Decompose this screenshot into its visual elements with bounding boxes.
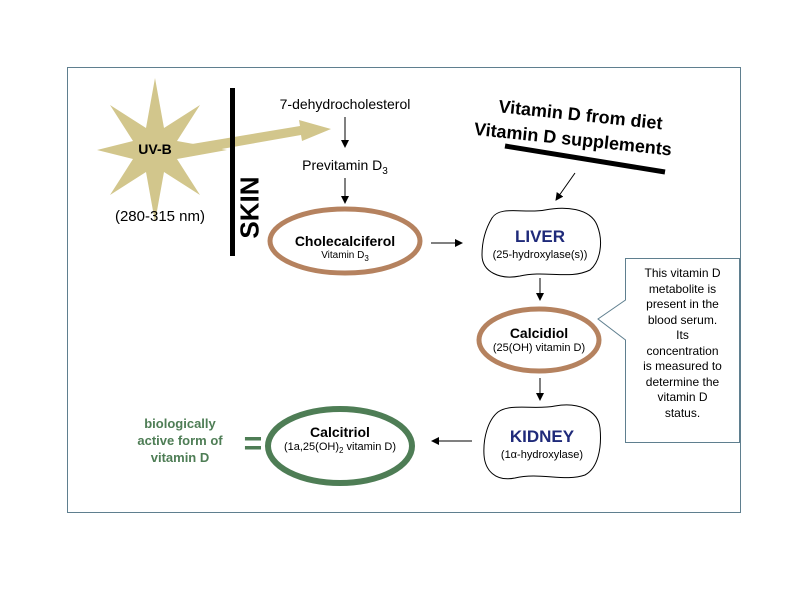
calcitriol-sub: (1a,25(OH)2 vitamin D) — [262, 441, 418, 455]
callout-line: Its — [676, 328, 689, 342]
callout-line: concentration — [646, 343, 719, 358]
calcidiol-sub: (25(OH) vitamin D) — [492, 342, 586, 354]
kidney-shape — [483, 404, 601, 480]
callout-line: is measured to — [643, 359, 722, 373]
uv-label: UV-B — [138, 141, 172, 157]
active-form-label: biologically active form of vitamin D — [120, 415, 240, 466]
uv-star-icon — [97, 78, 227, 222]
callout-line: present in the — [646, 297, 719, 311]
diet-bar — [504, 143, 666, 175]
callout-line: determine the — [645, 374, 720, 389]
cholecalciferol-name: Cholecalciferol — [294, 233, 396, 249]
calcitriol-sub-b: vitamin D) — [343, 441, 397, 453]
calcitriol-ellipse — [265, 406, 415, 486]
calcidiol-ellipse — [476, 306, 602, 374]
cholecalciferol-sub-text: Vitamin D — [321, 250, 365, 261]
cholecalciferol-ellipse — [267, 206, 423, 276]
active-form-line3: vitamin D — [150, 450, 210, 465]
liver-shape — [481, 207, 601, 278]
callout-box — [597, 258, 740, 443]
calcitriol-name: Calcitriol — [310, 424, 370, 440]
kidney-enzyme: (1α-hydroxylase) — [500, 449, 584, 461]
skin-barrier — [230, 88, 235, 256]
arrow-diet-to-liver — [555, 172, 576, 201]
callout-line: blood serum. — [647, 312, 718, 327]
previtamin-label: Previtamin D3 — [270, 157, 420, 177]
liver-name: LIVER — [514, 227, 566, 246]
uv-arrow — [180, 120, 331, 156]
precursor-label: 7-dehydrocholesterol — [279, 96, 411, 112]
frame — [67, 67, 741, 513]
skin-label: SKIN — [234, 176, 265, 239]
callout-line: metabolite is — [648, 281, 717, 296]
cholecalciferol-sub: Vitamin D3 — [270, 250, 420, 263]
callout-line: vitamin D — [657, 390, 708, 404]
callout-line: status. — [664, 405, 701, 420]
calcidiol-name: Calcidiol — [509, 325, 569, 341]
equals-sign: = — [243, 425, 263, 461]
callout-text: This vitamin D metabolite is present in … — [626, 266, 739, 421]
active-form-line2: active form of — [137, 433, 223, 448]
kidney-name: KIDNEY — [509, 427, 575, 446]
previtamin-sub: 3 — [382, 165, 388, 177]
previtamin-text: Previtamin D — [302, 157, 383, 173]
calcitriol-sub-a: (1a,25(OH) — [283, 441, 339, 453]
uv-range: (280-315 nm) — [114, 208, 206, 225]
calcitriol-sub-index: 2 — [339, 446, 344, 456]
callout-line: This vitamin D — [644, 266, 721, 280]
cholecalciferol-sub-index: 3 — [364, 254, 369, 263]
active-form-line1: biologically — [144, 416, 216, 431]
liver-enzyme: (25-hydroxylase(s)) — [492, 249, 588, 261]
